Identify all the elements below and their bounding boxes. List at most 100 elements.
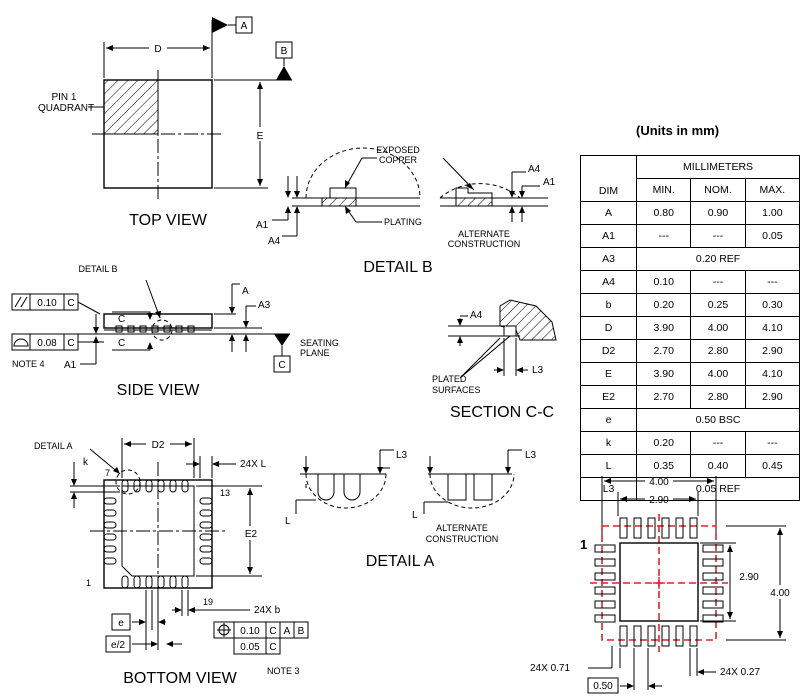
note4-label: NOTE 4 — [12, 359, 45, 369]
table-cell-max: 4.10 — [744, 362, 801, 386]
detail-b: EXPOSED COPPER PLATING A1 A4 ALTERNATE C… — [256, 145, 556, 276]
dim-d-label: D — [154, 44, 161, 55]
fcf-datum-c2: C — [269, 642, 276, 653]
table-cell-max: --- — [744, 431, 801, 455]
table-cell-dim: L — [579, 454, 638, 478]
dim-a3-label: A3 — [258, 300, 271, 311]
fcf1-datum: C — [67, 298, 74, 309]
dim-l3-right: L3 — [525, 450, 537, 461]
table-cell-dim: A — [579, 201, 638, 225]
table-cell-span: 0.05 REF — [636, 477, 800, 501]
table-cell-min: 2.70 — [636, 385, 692, 409]
side-view: DETAIL B C C A A3 C SEATING PLANE — [11, 264, 339, 399]
table-cell-max: 0.05 — [744, 224, 801, 248]
table-cell-nom: 2.80 — [690, 385, 746, 409]
seating-plane-line1: SEATING — [300, 338, 339, 348]
table-cell-min: 0.35 — [636, 454, 692, 478]
section-c-c-title: SECTION C-C — [450, 404, 554, 421]
dim-e2-label: E2 — [245, 529, 258, 540]
pin-1-label: 1 — [86, 578, 91, 588]
fcf-parallelism: 0.10 C — [11, 293, 101, 315]
pin1-label-line2: QUADRANT — [38, 103, 94, 114]
table-cell-dim: E — [579, 362, 638, 386]
table-cell-max: --- — [744, 270, 801, 294]
table-cell-nom: 0.90 — [690, 201, 746, 225]
alt-construction-a-line1: ALTERNATE — [436, 523, 488, 533]
fcf-value2: 0.05 — [240, 642, 260, 653]
table-cell-dim: E2 — [579, 385, 638, 409]
footprint-pad-height: 2.90 — [739, 572, 759, 583]
section-c-bottom: C — [118, 338, 125, 349]
top-view-title: TOP VIEW — [129, 212, 208, 229]
fcf-datum-c: C — [269, 626, 276, 637]
table-cell-min: 0.20 — [636, 431, 692, 455]
detail-a: L3 L L3 L ALTERNATE CONSTRUCTION DETAIL … — [285, 449, 537, 570]
table-cell-min: 3.90 — [636, 316, 692, 340]
datum-b-flag — [276, 66, 292, 80]
table-cell-dim: A3 — [579, 247, 638, 271]
col-max-header: MAX. — [744, 178, 801, 202]
footprint-pads-top — [619, 517, 698, 539]
footprint-pad-width: 2.90 — [649, 495, 669, 506]
pin1-label-line1: PIN 1 — [51, 92, 76, 103]
dim-l3-left: L3 — [396, 450, 408, 461]
section-c-top: C — [118, 314, 125, 325]
dim-a-label: A — [242, 286, 249, 297]
col-dim-header: DIM — [579, 155, 638, 202]
table-cell-dim: b — [579, 293, 638, 317]
table-cell-dim: k — [579, 431, 638, 455]
detail-a-title: DETAIL A — [366, 553, 435, 570]
detail-a-callout: DETAIL A — [34, 441, 73, 451]
footprint-land-pattern: 4.00 2.90 — [530, 474, 794, 694]
table-cell-min: 0.20 — [636, 293, 692, 317]
table-cell-max: 4.10 — [744, 316, 801, 340]
bottom-view-title: BOTTOM VIEW — [123, 670, 237, 687]
datum-a-label: A — [241, 21, 248, 32]
table-cell-span: 0.20 REF — [636, 247, 800, 271]
table-cell-dim: e — [579, 408, 638, 432]
section-c-c: A4 L3 PLATED SURFACES SECTION C-C — [432, 299, 557, 421]
plated-surfaces-line1: PLATED — [432, 374, 467, 384]
footprint-pitch: 0.50 — [593, 681, 613, 692]
table-cell-dim: A1 — [579, 224, 638, 248]
dim-e-label: e — [118, 618, 124, 629]
table-cell-dim: D2 — [579, 339, 638, 363]
detail-b-title: DETAIL B — [363, 259, 432, 276]
dim-a4-right: A4 — [528, 164, 541, 175]
alternate-construction-lead — [455, 187, 493, 198]
dim-a1-right: A1 — [543, 177, 556, 188]
thermal-pad — [619, 542, 699, 622]
bottom-view: DETAIL A 7 13 1 19 k D2 24X L — [34, 437, 309, 687]
seating-plane-line2: PLANE — [300, 348, 330, 358]
dim-l-left: L — [285, 516, 291, 527]
footprint-pads-right — [702, 544, 724, 623]
table-cell-min: 0.10 — [636, 270, 692, 294]
bottom-view-leads-top — [121, 479, 189, 493]
table-cell-nom: --- — [690, 431, 746, 455]
plated-surfaces-line2: SURFACES — [432, 385, 481, 395]
detail-b-callout: DETAIL B — [78, 264, 117, 274]
millimeters-header: MILLIMETERS — [636, 155, 800, 179]
table-header-row-1: DIM MILLIMETERS — [579, 155, 800, 202]
dim-e-half-label: e/2 — [111, 640, 125, 651]
table-cell-min: 0.80 — [636, 201, 692, 225]
plating-label: PLATING — [384, 217, 422, 227]
fcf-profile: 0.08 C — [11, 333, 104, 351]
table-cell-max: 0.30 — [744, 293, 801, 317]
bottom-view-leads-left — [103, 497, 117, 565]
table-cell-dim: A4 — [579, 270, 638, 294]
dim-d2-label: D2 — [152, 440, 165, 451]
fcf1-value: 0.10 — [37, 298, 57, 309]
table-cell-dim: L3 — [579, 477, 638, 501]
datum-b-label: B — [281, 46, 288, 57]
top-view: D A E B PIN 1 QUADRANT TOP VIEW — [38, 16, 293, 229]
table-cell-max: 1.00 — [744, 201, 801, 225]
table-cell-max: 2.90 — [744, 339, 801, 363]
table-cell-nom: 4.00 — [690, 362, 746, 386]
table-cell-max: 2.90 — [744, 385, 801, 409]
dim-a1-left: A1 — [256, 220, 269, 231]
